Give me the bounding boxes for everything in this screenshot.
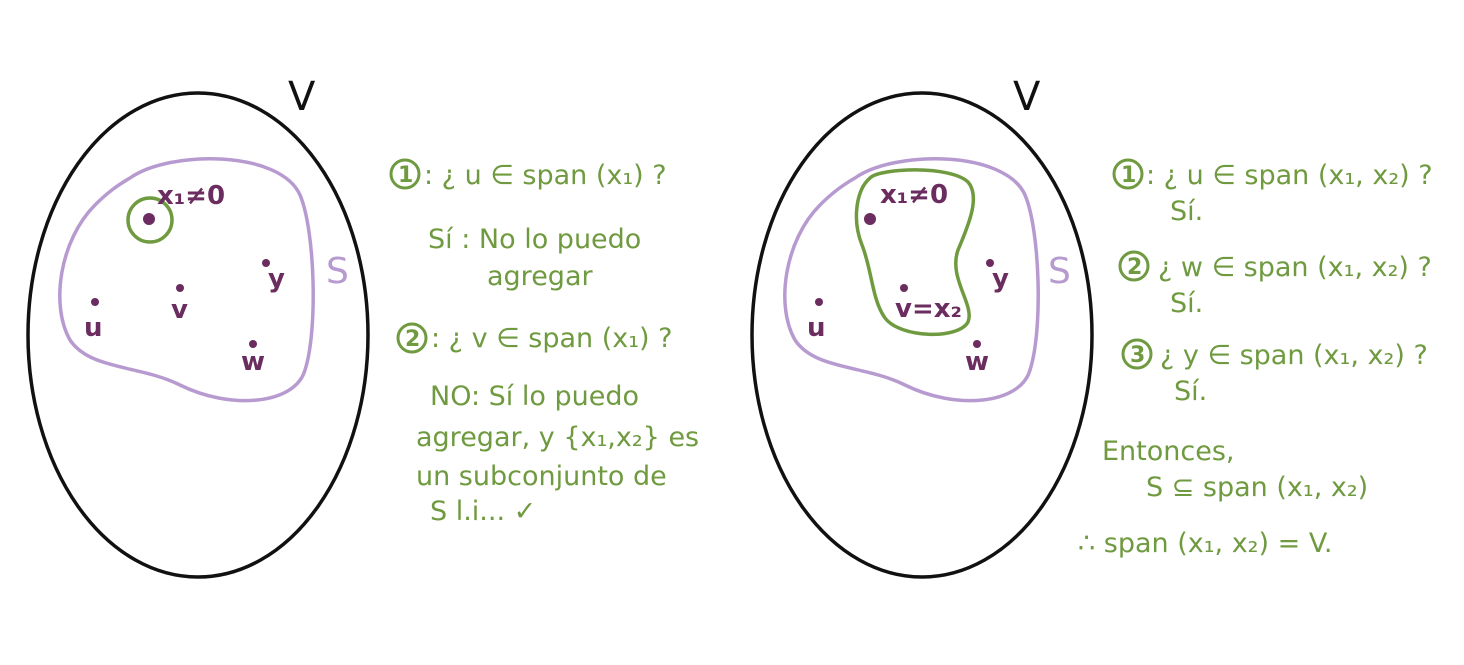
left-point-x1-dot [143, 213, 155, 225]
right-point-v-label: v=x₂ [895, 294, 962, 324]
right-point-u-dot [815, 298, 823, 306]
left-set-v-label: V [288, 74, 316, 120]
right-note-1-text: : ¿ u ∈ span (x₁, x₂) ? [1146, 160, 1433, 191]
left-diagram: V S x₁≠0 u v y w [26, 74, 370, 579]
left-note-8-text: S l.i... ✓ [430, 496, 536, 527]
left-note-3-text: agregar [487, 261, 593, 292]
left-point-u-label: u [84, 313, 103, 343]
left-note-1-text: : ¿ u ∈ span (x₁) ? [424, 160, 667, 191]
right-set-s-label: S [1048, 251, 1071, 292]
right-note-9-text: ∴ span (x₁, x₂) = V. [1078, 528, 1332, 559]
left-point-y-dot [262, 259, 270, 267]
left-note-4-number: 2 [405, 327, 420, 352]
right-note-2-text: Sí. [1170, 196, 1203, 227]
left-note-1-number: 1 [398, 163, 413, 188]
right-span-x1-x2-outline [854, 168, 976, 337]
right-point-v-dot [900, 284, 908, 292]
left-note-5-text: NO: Sí lo puedo [430, 381, 639, 412]
right-notes: 1 : ¿ u ∈ span (x₁, x₂) ? Sí. 2 ¿ w ∈ sp… [1078, 158, 1433, 559]
right-note-3-text: ¿ w ∈ span (x₁, x₂) ? [1158, 252, 1432, 283]
left-set-v-outline [26, 91, 370, 579]
left-point-v-dot [176, 284, 184, 292]
right-note-3-number: 2 [1127, 255, 1142, 280]
left-point-u-dot [91, 298, 99, 306]
right-note-4-text: Sí. [1170, 288, 1203, 319]
left-set-s-outline [58, 157, 315, 403]
right-note-1-circle [1112, 158, 1144, 190]
left-note-2-text: Sí : No lo puedo [428, 224, 641, 255]
right-note-5-number: 3 [1130, 343, 1145, 368]
left-point-v-label: v [171, 295, 188, 325]
right-note-3-circle [1118, 250, 1150, 282]
right-note-1-number: 1 [1121, 163, 1136, 188]
right-set-v-outline [750, 91, 1094, 579]
left-point-w-label: w [241, 347, 265, 377]
left-point-y-label: y [268, 264, 285, 294]
right-point-x1-dot [864, 213, 876, 225]
left-point-x1-label: x₁≠0 [157, 181, 225, 211]
right-set-v-label: V [1013, 74, 1041, 120]
left-note-7-text: un subconjunto de [416, 461, 667, 492]
left-note-4-circle [396, 322, 428, 354]
right-note-5-text: ¿ y ∈ span (x₁, x₂) ? [1160, 340, 1428, 371]
left-note-6-text: agregar, y {x₁,x₂} es [416, 422, 699, 453]
right-note-7-text: Entonces, [1102, 436, 1235, 467]
right-point-y-dot [986, 259, 994, 267]
left-set-s-label: S [326, 251, 349, 292]
right-note-6-text: Sí. [1174, 376, 1207, 407]
right-set-s-outline [783, 157, 1040, 403]
left-note-4-text: : ¿ v ∈ span (x₁) ? [431, 323, 672, 354]
right-point-y-label: y [992, 264, 1009, 294]
right-point-w-dot [973, 340, 981, 348]
right-point-x1-label: x₁≠0 [880, 180, 948, 210]
left-notes: 1 : ¿ u ∈ span (x₁) ? Sí : No lo puedo a… [389, 158, 699, 527]
right-point-w-label: w [965, 347, 989, 377]
right-note-5-circle [1121, 338, 1153, 370]
right-diagram: V S x₁≠0 u v=x₂ y w [750, 74, 1094, 579]
right-note-8-text: S ⊆ span (x₁, x₂) [1146, 472, 1368, 503]
right-point-u-label: u [807, 313, 826, 343]
left-point-w-dot [249, 340, 257, 348]
left-note-1-circle [389, 158, 421, 190]
left-span-x1-circle [126, 196, 174, 244]
